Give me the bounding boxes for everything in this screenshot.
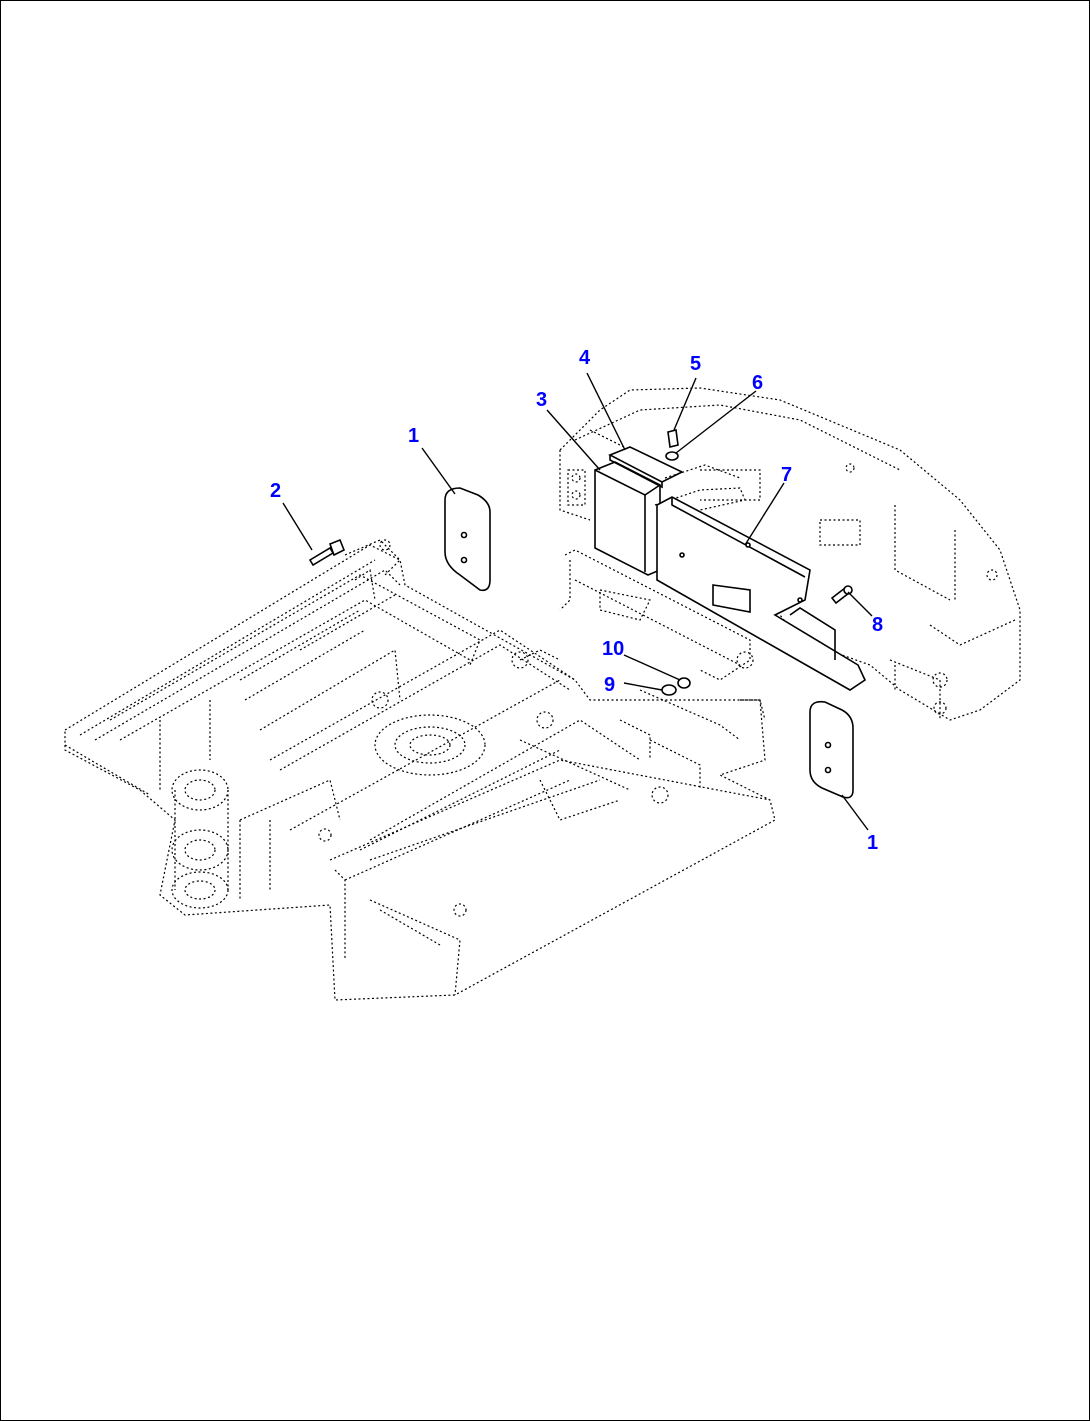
nut-part-9 <box>661 684 677 696</box>
callout-6: 6 <box>752 372 763 394</box>
callout-4: 4 <box>579 347 591 369</box>
callout-1-lower: 1 <box>867 832 878 854</box>
cover-plate <box>656 496 867 691</box>
washer-part-6 <box>665 451 679 461</box>
callout-labels: 1 1 2 3 4 5 6 7 8 9 10 <box>270 347 883 854</box>
bolt-part-8 <box>830 585 853 605</box>
bolt-part-2 <box>308 538 346 567</box>
bracket-guide-2 <box>664 464 741 479</box>
callout-1-upper: 1 <box>408 425 419 447</box>
guard-plate-lower <box>809 700 854 799</box>
bracket-guide <box>654 487 746 511</box>
counterweight-outline <box>559 387 1021 721</box>
guard-plate-upper <box>444 487 491 592</box>
callout-9: 9 <box>604 674 615 696</box>
callout-2: 2 <box>270 480 281 502</box>
revolving-frame-outline <box>64 539 776 1001</box>
callout-5: 5 <box>690 353 701 375</box>
callout-8: 8 <box>872 614 883 636</box>
controller-box <box>594 461 661 576</box>
callout-10: 10 <box>602 638 624 660</box>
leader-lines <box>282 372 873 831</box>
callout-7: 7 <box>781 464 792 486</box>
bolt-part-5 <box>667 429 679 448</box>
washer-part-10 <box>677 677 691 689</box>
callout-3: 3 <box>536 389 547 411</box>
